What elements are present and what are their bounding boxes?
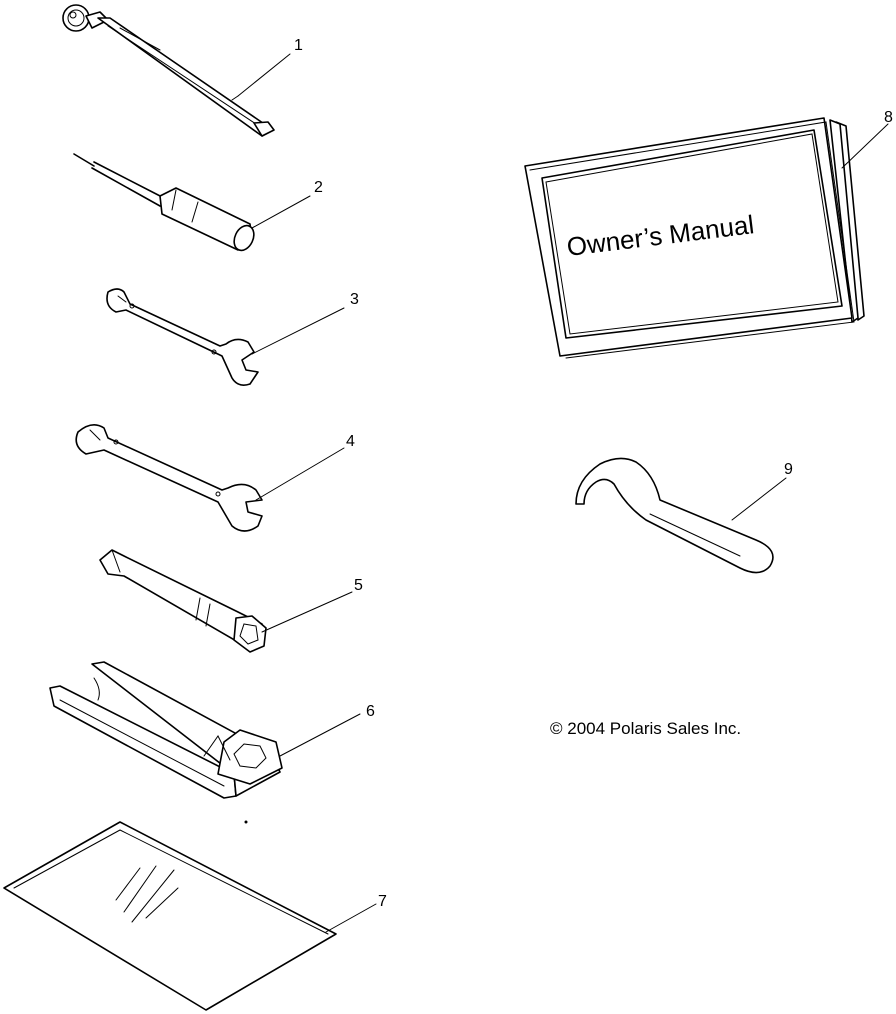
callout-2: 2 [314,179,323,196]
callout-6: 6 [366,703,375,720]
leader-line-2 [251,195,311,229]
callout-5: 5 [354,577,363,594]
part-2-screwdriver [73,153,255,252]
leader-line-4 [255,447,345,501]
part-8-owners-manual: Owner’s Manual [524,117,865,359]
leader-line-5 [261,591,353,633]
callout-4: 4 [346,433,355,450]
part-7-plastic-bag [3,821,337,1011]
part-3-small-wrench [106,288,259,386]
part-6-tool-holder [49,661,283,799]
callout-1: 1 [294,37,303,54]
leader-line-3 [251,307,345,355]
leader-line-7 [325,903,377,933]
leader-line-9 [731,477,787,521]
part-1-tire-gauge [62,4,275,137]
callout-3: 3 [350,291,359,308]
part-9-spanner-wrench [575,457,774,574]
copyright-notice: © 2004 Polaris Sales Inc. [550,719,742,738]
leader-line-8 [841,123,889,169]
part-5-spark-plug-socket [99,549,267,653]
callout-9: 9 [784,461,793,478]
callout-7: 7 [378,893,387,910]
small-dot-mark [244,820,248,824]
callout-8: 8 [884,109,893,126]
leader-line-1 [237,53,291,97]
leader-line-6 [279,713,361,757]
part-4-large-wrench [75,424,263,532]
